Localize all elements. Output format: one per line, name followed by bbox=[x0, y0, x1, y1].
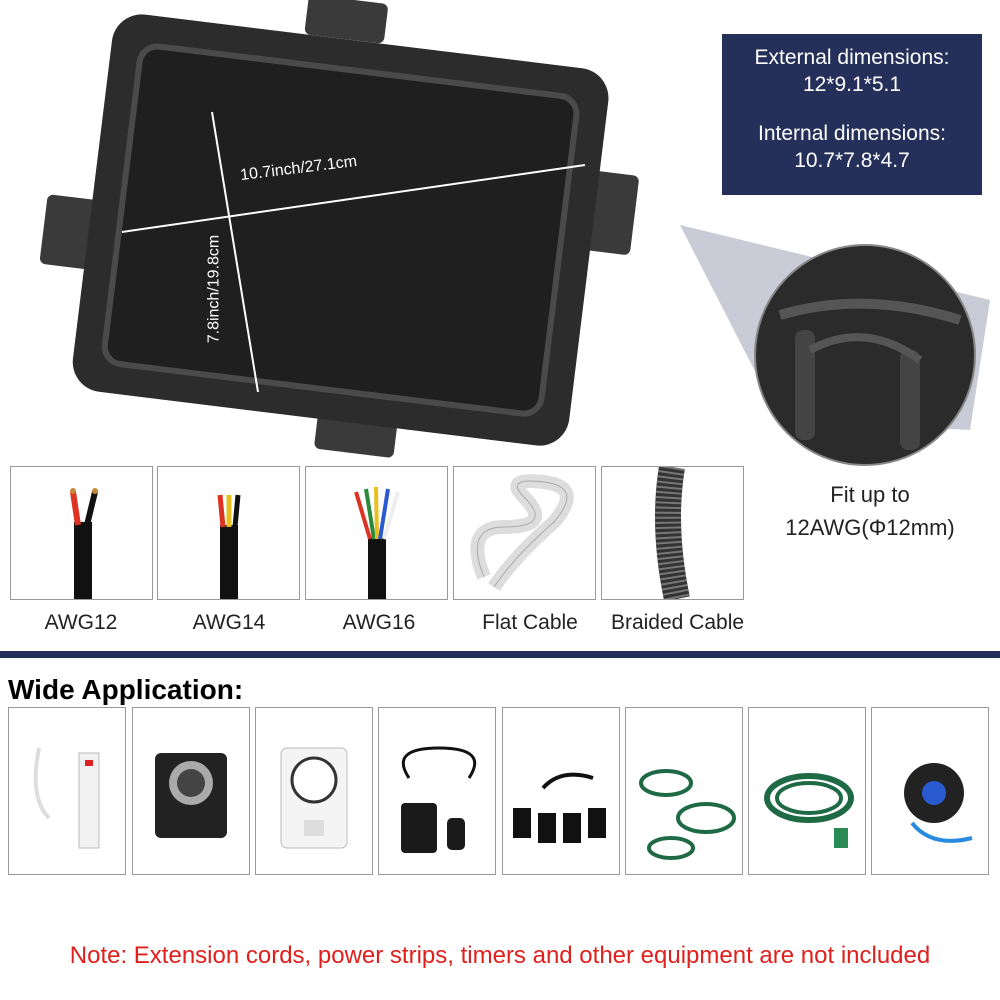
disclaimer-note: Note: Extension cords, power strips, tim… bbox=[69, 942, 931, 969]
fit-line-1: Fit up to bbox=[830, 482, 910, 507]
app-tile-power-strip bbox=[8, 707, 126, 875]
cable-clamp-closeup bbox=[670, 220, 1000, 470]
cable-tile-awg12 bbox=[10, 466, 153, 600]
cable-tile-flat bbox=[453, 466, 596, 600]
cable-tile-awg14 bbox=[157, 466, 300, 600]
cable-label: Flat Cable bbox=[482, 611, 578, 634]
external-dimensions-title: External dimensions: bbox=[754, 46, 950, 69]
cable-tile-awg16 bbox=[305, 466, 448, 600]
enclosure-image bbox=[40, 0, 640, 470]
app-tile-green-extension-cord bbox=[748, 707, 866, 875]
app-tile-mechanical-timer bbox=[255, 707, 373, 875]
fit-caption: Fit up to 12AWG(Φ12mm) bbox=[760, 478, 980, 544]
section-divider bbox=[0, 651, 1000, 658]
cable-label: AWG12 bbox=[44, 611, 118, 634]
application-heading: Wide Application: bbox=[8, 674, 244, 705]
internal-dimensions-title: Internal dimensions: bbox=[758, 122, 946, 145]
cable-label: AWG16 bbox=[342, 611, 416, 634]
external-dimensions-value: 12*9.1*5.1 bbox=[802, 73, 902, 96]
app-tile-green-splitter-cord bbox=[625, 707, 743, 875]
app-tile-remote-outlet bbox=[378, 707, 496, 875]
depth-dimension-label: 7.8inch/19.8cm bbox=[205, 234, 223, 344]
app-tile-outdoor-timer bbox=[132, 707, 250, 875]
cable-tile-braided bbox=[601, 466, 744, 600]
dimensions-panel: External dimensions: 12*9.1*5.1 Internal… bbox=[722, 34, 982, 195]
app-tile-cord-reel bbox=[871, 707, 989, 875]
internal-dimensions-value: 10.7*7.8*4.7 bbox=[794, 149, 910, 172]
app-tile-splitter-cord bbox=[502, 707, 620, 875]
cable-label: Braided Cable bbox=[610, 611, 745, 634]
fit-line-2: 12AWG(Φ12mm) bbox=[785, 515, 955, 540]
cable-label: AWG14 bbox=[192, 611, 266, 634]
